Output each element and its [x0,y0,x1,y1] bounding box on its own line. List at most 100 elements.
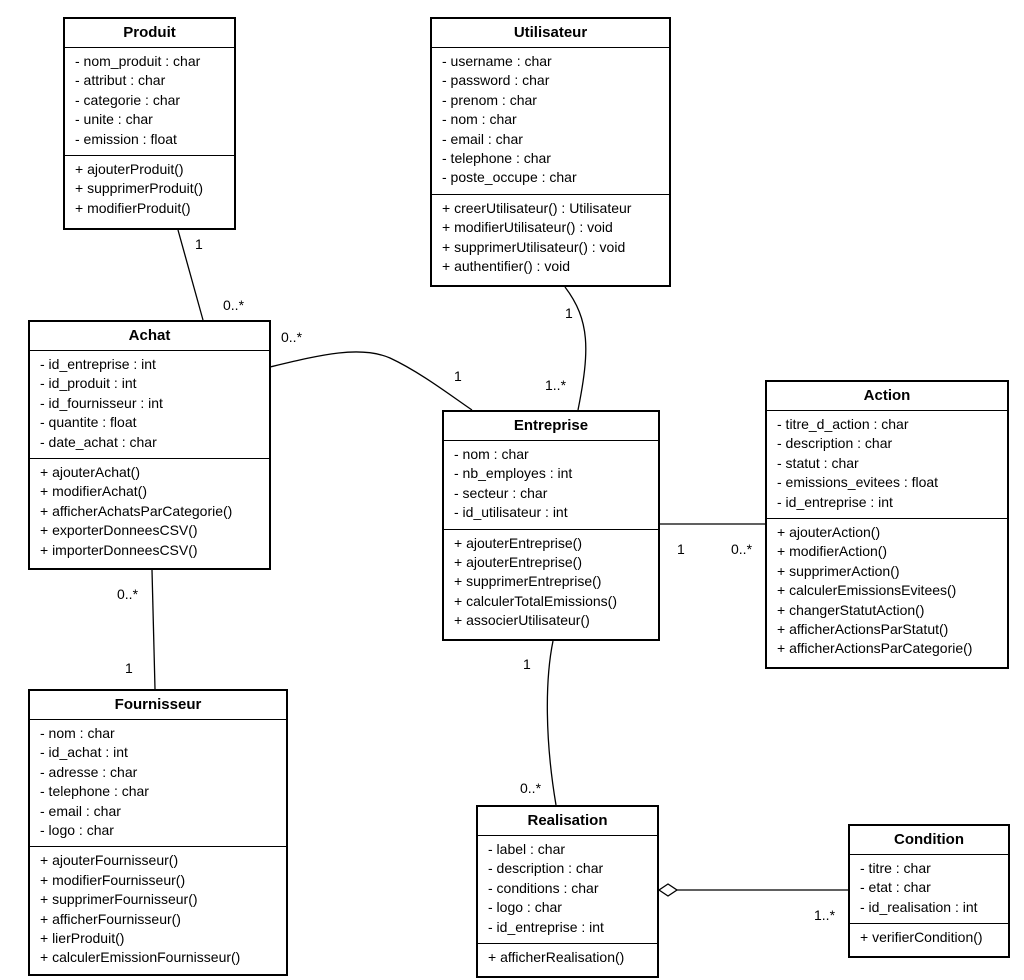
class-name: Achat [30,322,269,351]
multiplicity-label: 1 [125,660,133,676]
attribute: - date_achat : char [40,433,157,450]
multiplicity-label: 0..* [731,541,753,557]
attribute: - id_fournisseur : int [40,394,163,411]
attributes-compartment: - nom : char - id_achat : int - adresse : … [30,720,286,848]
multiplicity-label: 1 [195,236,203,252]
operation: + modifierAction() [777,543,888,560]
attributes-compartment: - nom_produit : char- attribut : char- c… [65,48,234,156]
multiplicity-label: 1 [454,368,462,384]
attribute: - description : char [488,860,604,877]
operation: + authentifier() : void [442,257,571,274]
operation: + ajouterFournisseur() [40,852,179,869]
attribute: - id_achat : int [40,744,128,761]
attribute: - etat : char [860,879,931,896]
attributes-compartment: - nom : char - nb_employes : int - secteur… [444,441,658,530]
attributes-compartment: - titre_d_action : char- description : c… [767,411,1007,519]
operation: + afficherAchatsParCategorie() [40,502,233,519]
attribute: - telephone : char [40,783,149,800]
operation: + verifierCondition() [860,929,983,946]
operation: + supprimerUtilisateur() : void [442,238,626,255]
attribute: - id_utilisateur : int [454,504,568,521]
attribute: - adresse : char [40,763,138,780]
class-name: Fournisseur [30,691,286,720]
operation: + ajouterProduit() [75,160,184,177]
attribute: - email : char [442,130,523,147]
multiplicity-label: 1 [523,656,531,672]
attribute: - logo : char [40,821,114,838]
operation: + exporterDonneesCSV() [40,522,198,539]
attributes-compartment: - label : char - description : char - cond… [478,836,657,944]
operation: + modifierUtilisateur() : void [442,219,613,236]
class-name: Realisation [478,807,657,836]
class-produit[interactable]: Produit- nom_produit : char- attribut : … [63,17,236,230]
operations-compartment: + creerUtilisateur() : Utilisateur + modi… [432,195,669,281]
multiplicity-label: 1..* [545,377,567,393]
attribute: - id_produit : int [40,375,137,392]
attribute: - poste_occupe : char [442,169,577,186]
operation: + importerDonneesCSV() [40,541,198,558]
association-utilisateur-entreprise [564,286,587,411]
attribute: - label : char [488,841,566,857]
class-utilisateur[interactable]: Utilisateur- username : char- password :… [430,17,671,287]
attribute: - emission : float [75,130,177,147]
attribute: - password : char [442,72,550,89]
multiplicity-label: 0..* [117,586,139,602]
class-condition[interactable]: Condition- titre : char- etat : char- id… [848,824,1010,958]
operation: + afficherActionsParStatut() [777,620,949,637]
attribute: - description : char [777,435,893,452]
class-entreprise[interactable]: Entreprise- nom : char- nb_employes : in… [442,410,660,641]
class-name: Action [767,382,1007,411]
attribute: - categorie : char [75,91,181,108]
operation: + ajouterEntreprise() [454,534,583,551]
operation: + modifierAchat() [40,483,147,500]
operation: + ajouterEntreprise() [454,553,583,570]
association-entreprise-realisation [546,640,557,806]
attribute: - nom : char [40,725,115,741]
association-achat-fournisseur [151,569,156,690]
multiplicity-label: 1 [677,541,685,557]
operation: + calculerTotalEmissions() [454,592,617,609]
attribute: - quantite : float [40,414,137,431]
operation: + creerUtilisateur() : Utilisateur [442,199,632,216]
attribute: - nom : char [454,446,529,462]
multiplicity-label: 0..* [281,329,303,345]
attribute: - email : char [40,802,121,819]
attribute: - conditions : char [488,879,599,896]
attribute: - statut : char [777,454,859,471]
operations-compartment: + afficherRealisation() [478,944,657,971]
operation: + calculerEmissionFournisseur() [40,949,241,966]
operations-compartment: + ajouterAction() + modifierAction() + sup… [767,519,1007,663]
operation: + afficherFournisseur() [40,910,181,927]
operation: + supprimerAction() [777,562,900,579]
operation: + ajouterAchat() [40,463,140,480]
attributes-compartment: - username : char- password : char- pren… [432,48,669,195]
operations-compartment: + ajouterProduit()+ supprimerProduit()+ … [65,156,234,222]
attribute: - logo : char [488,899,562,916]
operation: + ajouterAction() [777,523,881,540]
operation: + changerStatutAction() [777,601,925,618]
class-action[interactable]: Action- titre_d_action : char- descripti… [765,380,1009,669]
operations-compartment: + ajouterAchat() + modifierAchat() + affic… [30,459,269,564]
attribute: - nom_produit : char [75,53,201,69]
attribute: - secteur : char [454,484,548,501]
class-realisation[interactable]: Realisation - label : char - description :… [476,805,659,978]
attributes-compartment: - titre : char- etat : char- id_realisat… [850,855,1008,925]
operation: + afficherActionsParCategorie() [777,640,973,657]
multiplicity-label: 0..* [520,780,542,796]
class-name: Produit [65,19,234,48]
attribute: - prenom : char [442,91,537,108]
attribute: - id_entreprise : int [40,356,156,372]
class-name: Utilisateur [432,19,669,48]
operation: + modifierFournisseur() [40,871,186,888]
operations-compartment: + verifierCondition() [850,924,1008,951]
attribute: - nom : char [442,111,517,128]
attribute: - unite : char [75,111,153,128]
class-fournisseur[interactable]: Fournisseur- nom : char- id_achat : int-… [28,689,288,976]
operation: + modifierProduit() [75,199,191,216]
operation: + associerUtilisateur() [454,612,590,629]
attribute: - nb_employes : int [454,465,573,482]
multiplicity-label: 1..* [814,907,836,923]
class-achat[interactable]: Achat - id_entreprise : int - id_produit :… [28,320,271,570]
association-produit-achat [177,229,204,321]
